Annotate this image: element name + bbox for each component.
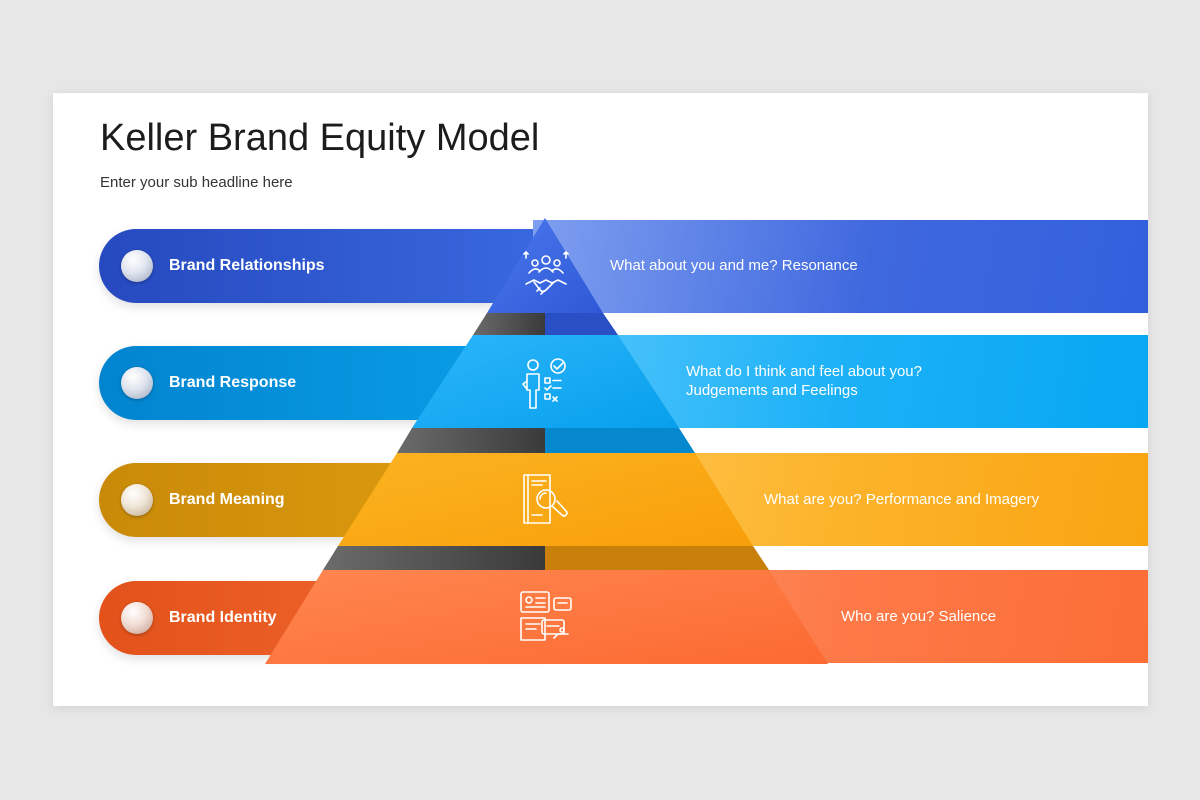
document-search-icon [518,471,574,527]
bullet-dot [121,250,153,282]
pyramid-graphic [265,218,828,664]
pyramid-step-relationships [487,218,603,313]
bullet-dot [121,484,153,516]
pyramid-side-left [397,428,545,453]
id-cards-icon [518,588,574,644]
level-description: What do I think and feel about you?Judge… [686,363,922,399]
slide: Keller Brand Equity Model Enter your sub… [53,93,1148,706]
pyramid-step-meaning [338,453,753,546]
handshake-team-icon [518,248,574,304]
pyramid-side-left [323,546,545,570]
level-label: Brand Identity [169,609,277,626]
pyramid-side-right [545,428,695,453]
level-description: What about you and me? Resonance [610,257,858,274]
level-label: Brand Relationships [169,257,325,274]
level-pill-brand-relationships: Brand Relationships [99,229,569,303]
level-label: Brand Meaning [169,491,285,508]
pyramid-side-left [473,313,545,335]
bullet-dot [121,367,153,399]
pyramid-step-identity [265,570,828,664]
pyramid-side-right [545,313,618,335]
pyramid-side-right [545,546,769,570]
level-band-resonance: What about you and me? Resonance [533,220,1148,313]
person-checklist-icon [518,356,574,412]
page-title: Keller Brand Equity Model [100,117,540,159]
bullet-dot [121,602,153,634]
level-label: Brand Response [169,374,297,391]
level-description: Who are you? Salience [841,608,997,625]
level-description: What are you? Performance and Imagery [764,491,1040,508]
page-subtitle: Enter your sub headline here [100,174,293,191]
